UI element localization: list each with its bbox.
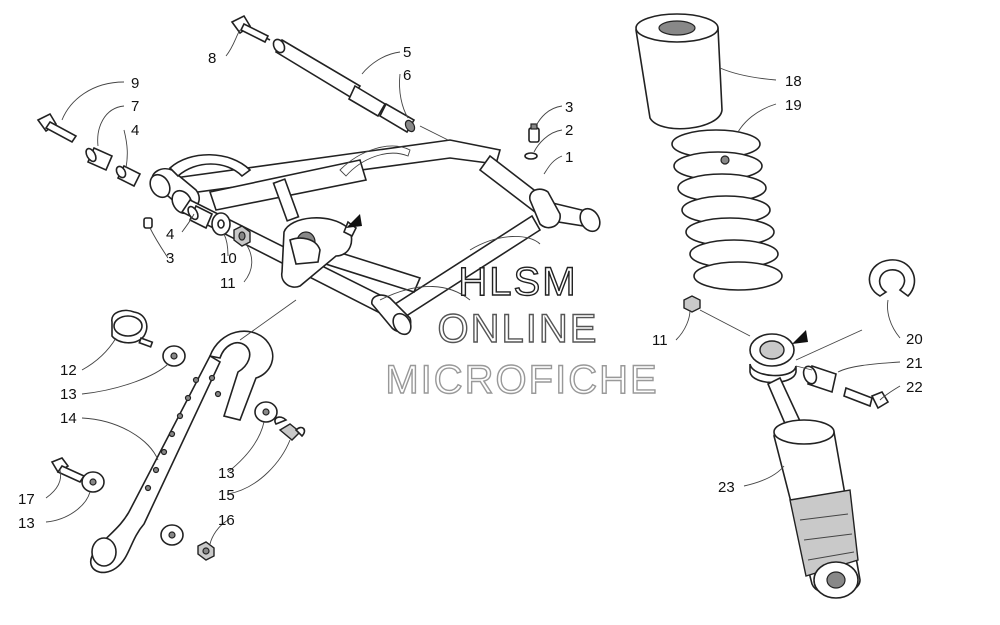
leader-lines (45, 29, 901, 545)
callout-11-left: 11 (220, 275, 236, 292)
callout-19: 19 (785, 97, 802, 114)
callout-13-c: 13 (18, 515, 35, 532)
callout-12: 12 (60, 362, 77, 379)
nut-11-right (683, 295, 701, 313)
washer-13-c (81, 471, 105, 493)
washer-13-b (254, 401, 278, 423)
callout-21: 21 (906, 355, 923, 372)
washer-13-a (162, 345, 186, 367)
bolt-17 (50, 457, 86, 484)
grease-fitting-3-upper (528, 123, 540, 143)
watermark-line2: ONLINE (438, 307, 599, 351)
callout-6: 6 (403, 67, 411, 84)
bump-boot-18 (635, 13, 723, 130)
callout-2: 2 (565, 122, 573, 139)
callout-13-a: 13 (60, 386, 77, 403)
callout-15: 15 (218, 487, 235, 504)
bushing-21 (802, 364, 837, 394)
shaft-5 (272, 38, 387, 118)
callout-16: 16 (218, 512, 235, 529)
watermark-line1: HLSM (458, 260, 577, 304)
nut-11-left (233, 225, 251, 247)
bushing-6 (378, 102, 416, 134)
callout-4-upper: 4 (131, 122, 139, 139)
rear-arm-frame-1 (149, 139, 601, 336)
callout-3-upper: 3 (565, 99, 573, 116)
front-arrow-icon-left (346, 214, 362, 228)
callout-5: 5 (403, 44, 411, 61)
knob-12 (111, 309, 154, 348)
callout-4-lower: 4 (166, 226, 174, 243)
callout-17: 17 (18, 491, 35, 508)
washer-2 (524, 152, 538, 160)
bolt-9 (36, 112, 78, 144)
washer-13-d (160, 524, 184, 546)
callout-22: 22 (906, 379, 923, 396)
bushing-4-upper (115, 164, 142, 188)
limiter-strap-14 (89, 330, 274, 574)
shock-absorber-23 (749, 333, 861, 599)
callout-8: 8 (208, 50, 216, 67)
callout-10: 10 (220, 250, 237, 267)
callout-labels: 8 5 6 9 7 4 3 2 1 4 3 10 11 12 13 14 13 … (18, 44, 923, 532)
callout-18: 18 (785, 73, 802, 90)
callout-14: 14 (60, 410, 77, 427)
callout-13-b: 13 (218, 465, 235, 482)
nut-16 (197, 541, 215, 561)
grease-fitting-3-lower (143, 217, 153, 229)
callout-9: 9 (131, 75, 139, 92)
coil-spring-19 (671, 129, 783, 291)
watermark: HLSM ONLINE MICROFICHE (385, 259, 658, 402)
bushing-4-lower (187, 204, 214, 230)
callout-3-lower: 3 (166, 250, 174, 267)
wing-nut-15 (274, 416, 306, 441)
bushing-7 (85, 146, 114, 172)
bolt-8 (230, 14, 271, 44)
spring-clip-20 (868, 259, 916, 298)
callout-20: 20 (906, 331, 923, 348)
callout-23: 23 (718, 479, 735, 496)
callout-11-right: 11 (652, 332, 668, 349)
front-arrow-icon-right (792, 330, 808, 344)
callout-1: 1 (565, 149, 573, 166)
bolt-22 (843, 386, 890, 410)
washer-10 (211, 212, 231, 236)
callout-7: 7 (131, 98, 139, 115)
watermark-line3: MICROFICHE (385, 358, 658, 402)
